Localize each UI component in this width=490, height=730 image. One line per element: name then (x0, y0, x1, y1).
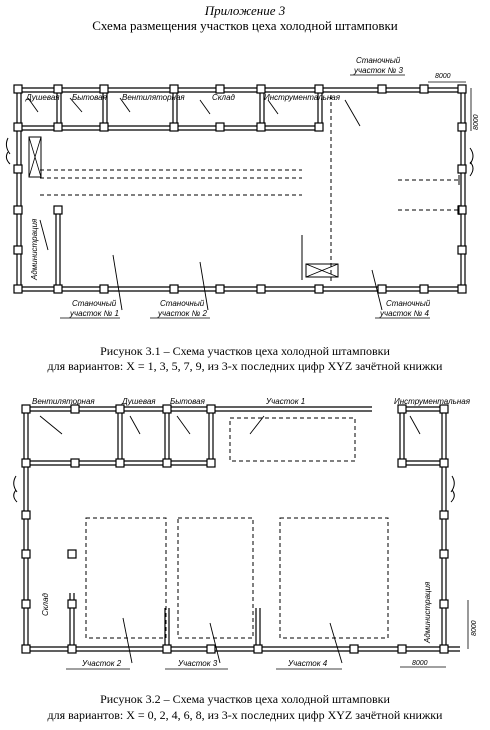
fig2-label-area4: Участок 4 (287, 659, 328, 668)
fig1-label-machine2-line2: участок № 2 (157, 309, 208, 318)
figure2-plan: Вентиляторная Душевая Бытовая Участок 1 … (13, 397, 478, 670)
fig1-label-machine3-line1: Станочный (356, 56, 401, 65)
fig1-label-admin: Администрация (30, 218, 39, 281)
fig1-label-warehouse: Склад (212, 93, 236, 102)
fig2-label-shower: Душевая (121, 397, 156, 406)
fig1-label-machine4-line2: участок № 4 (379, 309, 430, 318)
figure1-caption-line1: Рисунок 3.1 – Схема участков цеха холодн… (100, 344, 390, 358)
fig2-label-area2: Участок 2 (81, 659, 122, 668)
fig1-dim-vertical: 8000 (473, 114, 480, 130)
fig2-label-area1: Участок 1 (265, 397, 305, 406)
page-title: Схема размещения участков цеха холодной … (92, 18, 398, 33)
fig1-label-shower: Душевая (25, 93, 60, 102)
fig1-label-ventilation: Вентиляторная (122, 93, 185, 102)
fig2-label-household: Бытовая (170, 397, 206, 406)
fig2-label-ventilation: Вентиляторная (32, 397, 95, 406)
fig2-dim-vertical: 8000 (471, 620, 478, 636)
fig2-label-tool-room: Инструментальная (394, 397, 471, 406)
appendix-heading: Приложение 3 (204, 3, 286, 18)
fig1-label-machine1-line2: участок № 1 (69, 309, 119, 318)
fig1-dim-horizontal: 8000 (435, 73, 451, 80)
fig1-label-machine4-line1: Станочный (386, 299, 431, 308)
figure2-caption-line1: Рисунок 3.2 – Схема участков цеха холодн… (100, 692, 390, 706)
fig2-dim-horizontal: 8000 (412, 660, 428, 667)
figure1-caption-line2: для вариантов: X = 1, 3, 5, 7, 9, из 3-х… (47, 359, 443, 373)
figure1-plan: Душевая Бытовая Вентиляторная Склад Инст… (5, 56, 480, 319)
fig2-label-admin: Администрация (423, 581, 432, 644)
fig1-label-household: Бытовая (72, 93, 108, 102)
figure2-caption-line2: для вариантов: X = 0, 2, 4, 6, 8, из 3-х… (47, 708, 443, 722)
fig2-label-area3: Участок 3 (177, 659, 218, 668)
fig1-label-machine3-line2: участок № 3 (353, 66, 404, 75)
fig1-label-tool-room: Инструментальная (264, 93, 341, 102)
fig1-label-machine2-line1: Станочный (160, 299, 205, 308)
fig2-label-warehouse: Склад (41, 592, 50, 616)
fig1-label-machine1-line1: Станочный (72, 299, 117, 308)
